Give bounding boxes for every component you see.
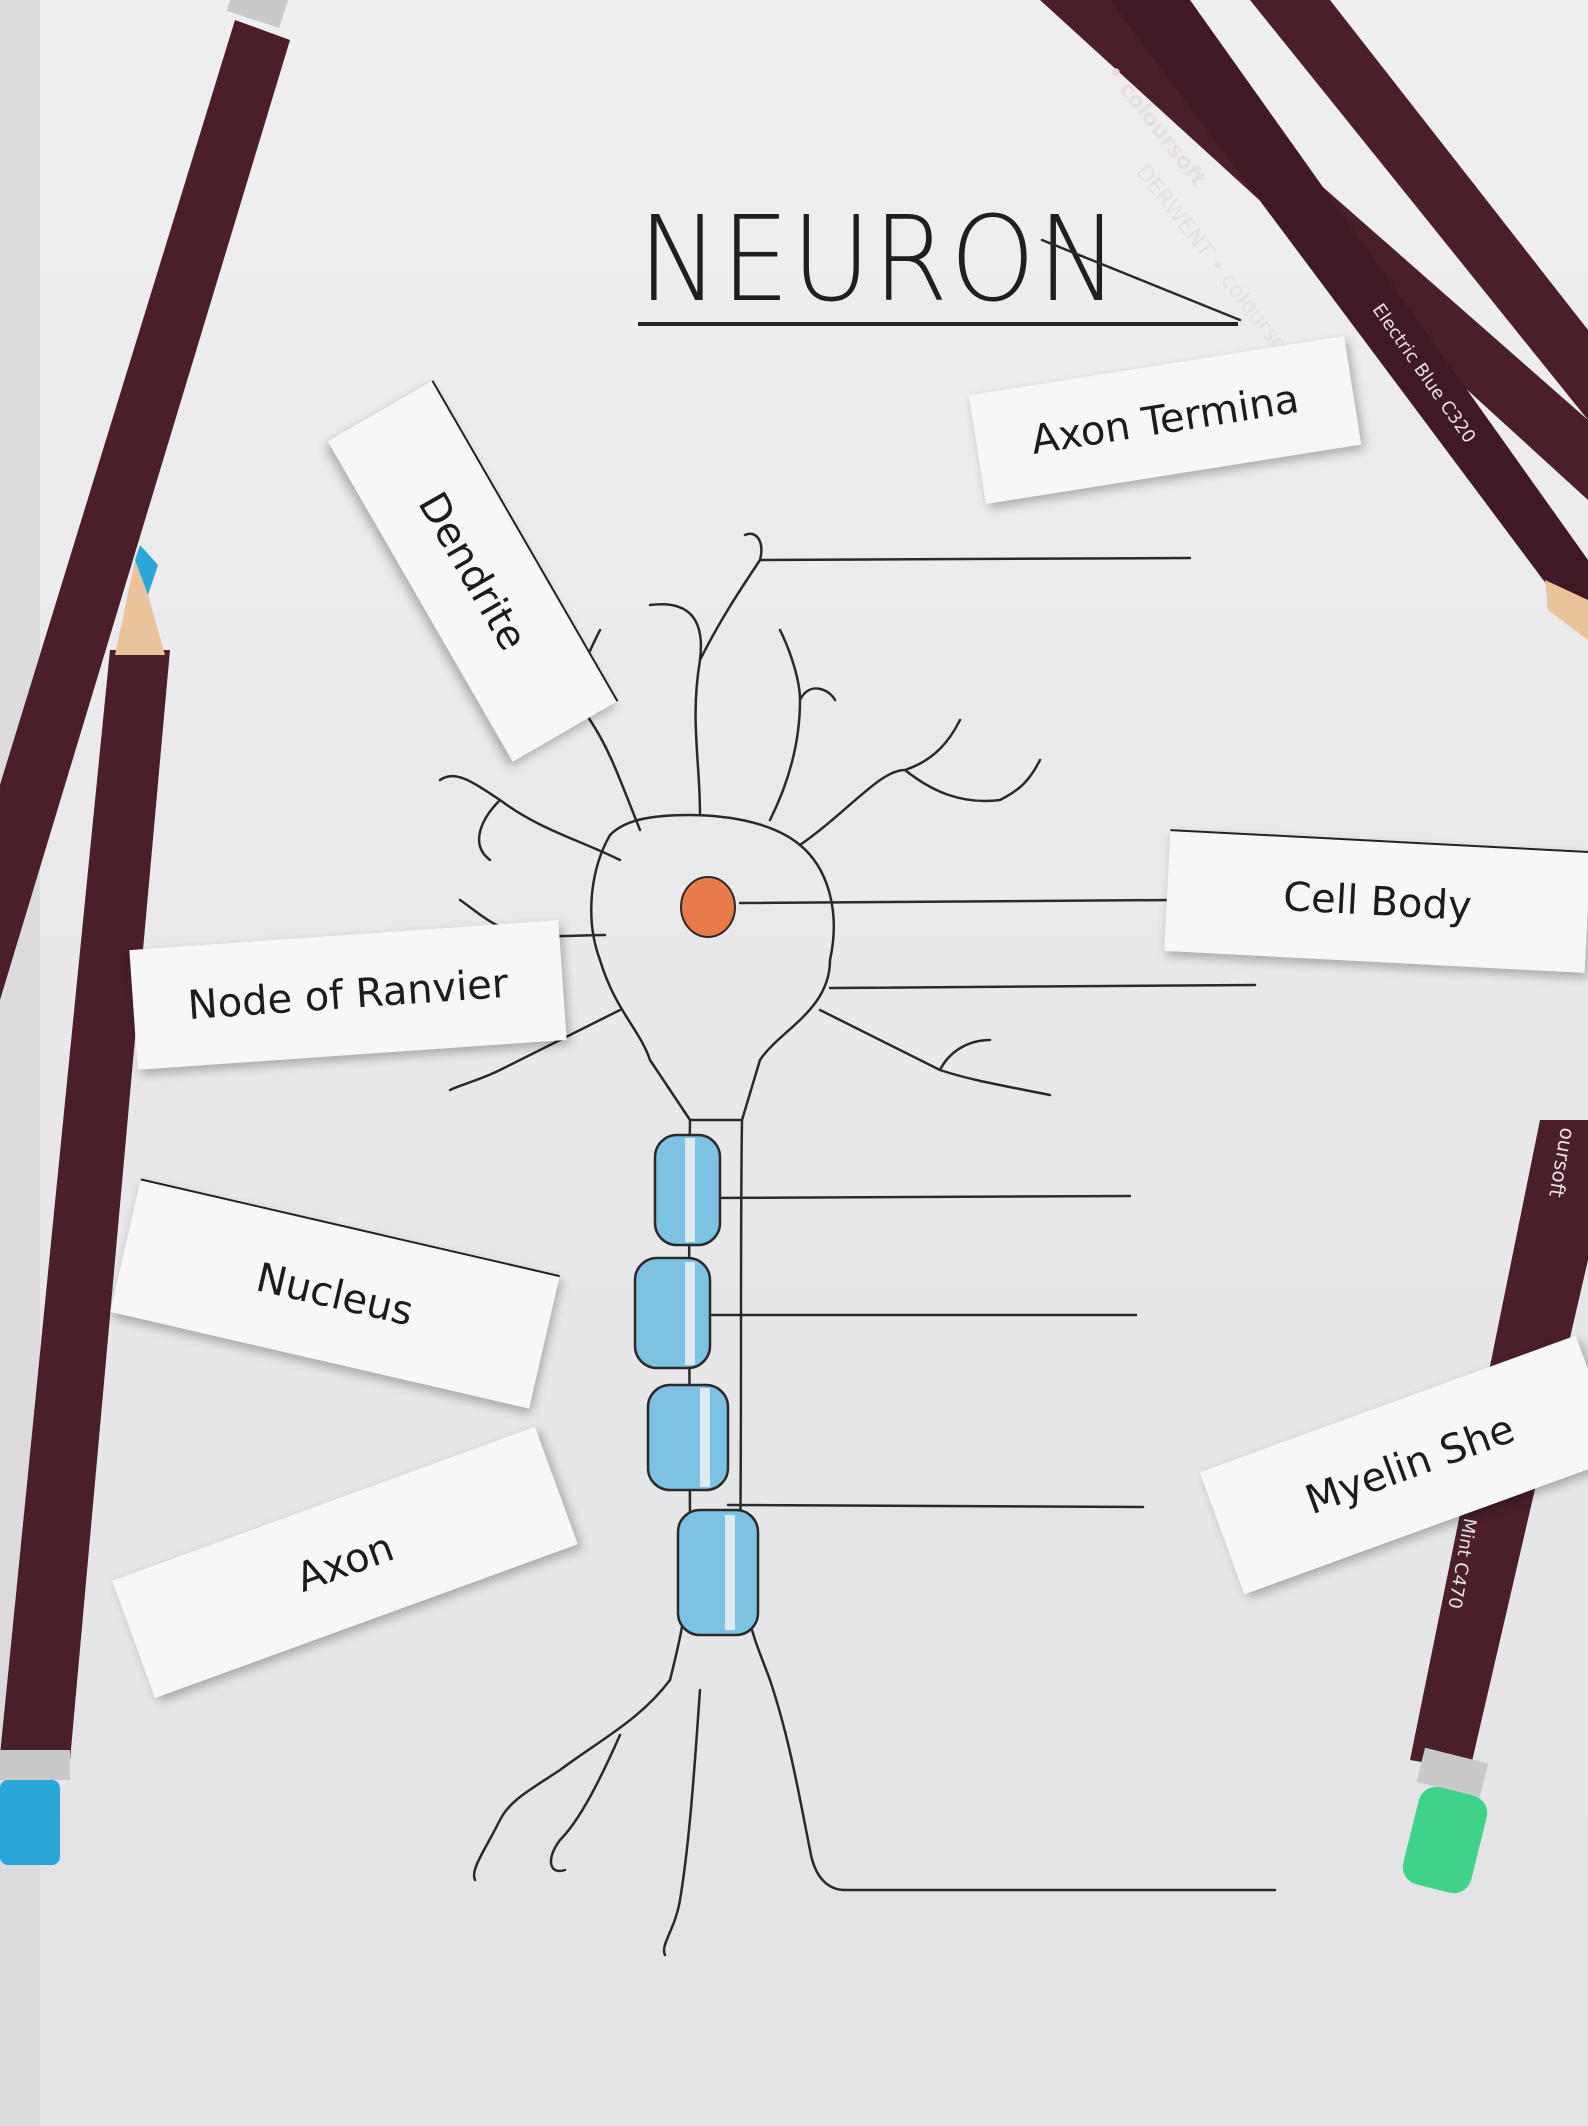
pencil-top-right-c: [1250, 0, 1588, 420]
pencil-top-right-b: [1110, 0, 1588, 640]
axon-terminal-branch: [472, 1678, 672, 1882]
leader-line: [828, 983, 1257, 990]
label-cell-body[interactable]: Cell Body: [1164, 829, 1588, 973]
dendrite-branch: [768, 628, 837, 822]
dendrite-branch: [648, 532, 763, 817]
axon-line: [738, 1118, 772, 1682]
myelin-segment: [646, 1383, 730, 1492]
axon-terminal-branch: [549, 1733, 622, 1873]
label-text: Nucleus: [252, 1254, 418, 1335]
dendrite-branch: [448, 1008, 622, 1092]
myelin-segment: [676, 1508, 760, 1637]
label-text: Axon: [290, 1523, 400, 1602]
pencil-left-long: [0, 0, 290, 1000]
axon-terminal-branch: [768, 1678, 847, 1892]
label-text: Axon Termina: [1027, 376, 1303, 464]
myelin-segment: [633, 1256, 712, 1370]
pencil-left-blue: [0, 545, 170, 1865]
leader-line: [758, 556, 1192, 562]
dendrite-branch: [798, 718, 1042, 847]
worksheet-title: NEURON: [638, 190, 1121, 328]
dendrite-branch: [818, 1008, 1052, 1097]
axon-terminal-branch: [662, 1688, 702, 1957]
leader-line: [698, 1194, 1132, 1200]
title-underline: [638, 322, 1238, 326]
leader-line: [1040, 238, 1242, 322]
leader-line: [738, 898, 1172, 905]
label-text: Cell Body: [1282, 874, 1473, 930]
cell-body-outline: [590, 813, 835, 1122]
leader-line: [726, 1503, 1145, 1509]
label-text: Node of Ranvier: [186, 960, 510, 1030]
nucleus-shape: [680, 876, 736, 938]
dendrite-branch: [438, 774, 622, 862]
